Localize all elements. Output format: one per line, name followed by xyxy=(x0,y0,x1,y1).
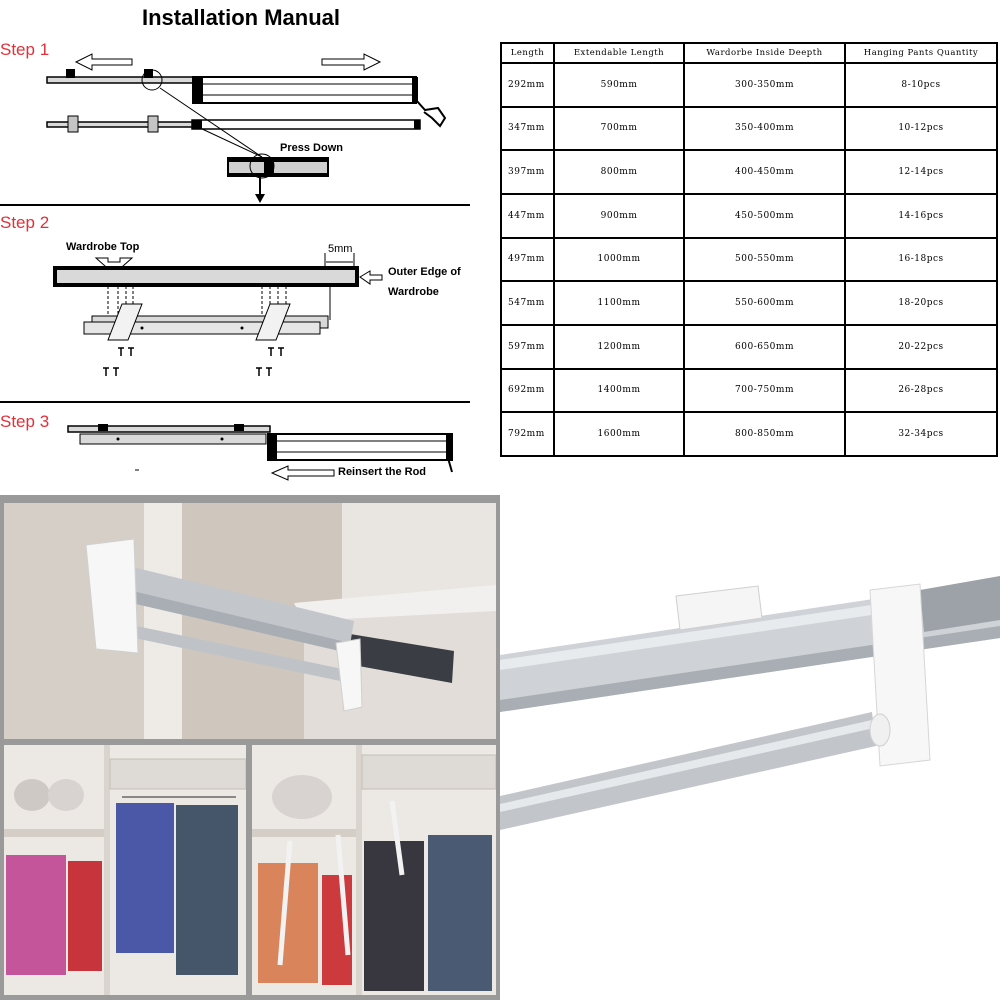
step2-rail xyxy=(83,303,329,341)
photo-closet-left xyxy=(4,745,246,995)
table-row: 547mm 1100mm 550-600mm 18-20pcs xyxy=(500,280,998,326)
step3-rail xyxy=(67,424,271,471)
cell-depth: 450-500mm xyxy=(683,192,846,239)
cell-extendable: 590mm xyxy=(553,62,685,108)
divider-step-2-3 xyxy=(0,401,470,403)
step3-rod xyxy=(267,433,453,473)
step-3-label: Step 3 xyxy=(0,412,50,431)
table-row: 397mm 800mm 400-450mm 12-14pcs xyxy=(500,149,998,195)
table-row: 347mm 700mm 350-400mm 10-12pcs xyxy=(500,105,998,152)
gap-label: 5mm xyxy=(328,243,353,255)
cell-extendable: 1200mm xyxy=(553,323,685,370)
col-length-header: Length xyxy=(500,42,555,64)
step-1-label: Step 1 xyxy=(0,40,50,59)
cell-extendable: 1100mm xyxy=(553,280,685,326)
cell-quantity: 26-28pcs xyxy=(844,367,998,414)
press-down-detail xyxy=(227,153,329,179)
arrow-left-icon xyxy=(270,465,335,481)
photo-rod-in-wardrobe xyxy=(4,503,496,739)
photo-rod-closeup xyxy=(500,560,1000,860)
cell-quantity: 8-10pcs xyxy=(844,62,998,108)
col-depth-header: Wardorbe Inside Deepth xyxy=(683,42,846,64)
cell-extendable: 900mm xyxy=(553,192,685,239)
table-row: 692mm 1400mm 700-750mm 26-28pcs xyxy=(500,367,998,414)
manual-title: Installation Manual xyxy=(142,5,341,30)
reinsert-label: Reinsert the Rod xyxy=(338,466,427,478)
cell-depth: 800-850mm xyxy=(683,411,846,457)
arrow-right-icon xyxy=(321,53,382,71)
table-row: 597mm 1200mm 600-650mm 20-22pcs xyxy=(500,323,998,370)
outer-edge-label-line1: Outer Edge of xyxy=(388,266,461,278)
cell-length: 497mm xyxy=(500,236,555,283)
spec-table: Length Extendable Length Wardorbe Inside… xyxy=(500,42,998,457)
step1-top-rail xyxy=(46,69,447,128)
photo-collage xyxy=(0,495,500,1000)
spec-table-header: Length Extendable Length Wardorbe Inside… xyxy=(500,42,998,64)
arrow-down-icon xyxy=(255,175,265,203)
table-row: 292mm 590mm 300-350mm 8-10pcs xyxy=(500,62,998,108)
press-down-label: Press Down xyxy=(280,142,343,154)
arrow-left-icon xyxy=(74,53,133,71)
col-quantity-header: Hanging Pants Quantity xyxy=(844,42,998,64)
cell-quantity: 18-20pcs xyxy=(844,280,998,326)
cell-quantity: 20-22pcs xyxy=(844,323,998,370)
cell-length: 447mm xyxy=(500,192,555,239)
cell-extendable: 800mm xyxy=(553,149,685,195)
cell-length: 397mm xyxy=(500,149,555,195)
cell-quantity: 10-12pcs xyxy=(844,105,998,152)
col-extendable-header: Extendable Length xyxy=(553,42,685,64)
cell-quantity: 32-34pcs xyxy=(844,411,998,457)
cell-depth: 350-400mm xyxy=(683,105,846,152)
cell-quantity: 16-18pcs xyxy=(844,236,998,283)
photo-closet-right xyxy=(252,745,496,995)
installation-diagram xyxy=(46,53,453,481)
cell-depth: 550-600mm xyxy=(683,280,846,326)
cell-depth: 300-350mm xyxy=(683,62,846,108)
table-row: 447mm 900mm 450-500mm 14-16pcs xyxy=(500,192,998,239)
cell-depth: 700-750mm xyxy=(683,367,846,414)
cell-length: 692mm xyxy=(500,367,555,414)
table-row: 497mm 1000mm 500-550mm 16-18pcs xyxy=(500,236,998,283)
table-row: 792mm 1600mm 800-850mm 32-34pcs xyxy=(500,411,998,457)
cell-length: 547mm xyxy=(500,280,555,326)
cell-length: 292mm xyxy=(500,62,555,108)
cell-length: 792mm xyxy=(500,411,555,457)
cell-quantity: 12-14pcs xyxy=(844,149,998,195)
cell-extendable: 1000mm xyxy=(553,236,685,283)
divider-step-1-2 xyxy=(0,204,470,206)
step2-wardrobe-top-board xyxy=(53,266,359,287)
outer-edge-label-line2: Wardrobe xyxy=(388,286,439,298)
cell-length: 347mm xyxy=(500,105,555,152)
wardrobe-top-label: Wardrobe Top xyxy=(66,241,140,253)
cell-extendable: 1400mm xyxy=(553,367,685,414)
cell-quantity: 14-16pcs xyxy=(844,192,998,239)
cell-depth: 500-550mm xyxy=(683,236,846,283)
cell-depth: 600-650mm xyxy=(683,323,846,370)
cell-extendable: 1600mm xyxy=(553,411,685,457)
cell-depth: 400-450mm xyxy=(683,149,846,195)
cell-extendable: 700mm xyxy=(553,105,685,152)
screw-icon xyxy=(103,347,284,376)
cell-length: 597mm xyxy=(500,323,555,370)
step1-bottom-rail xyxy=(46,115,421,133)
step-2-label: Step 2 xyxy=(0,213,50,232)
